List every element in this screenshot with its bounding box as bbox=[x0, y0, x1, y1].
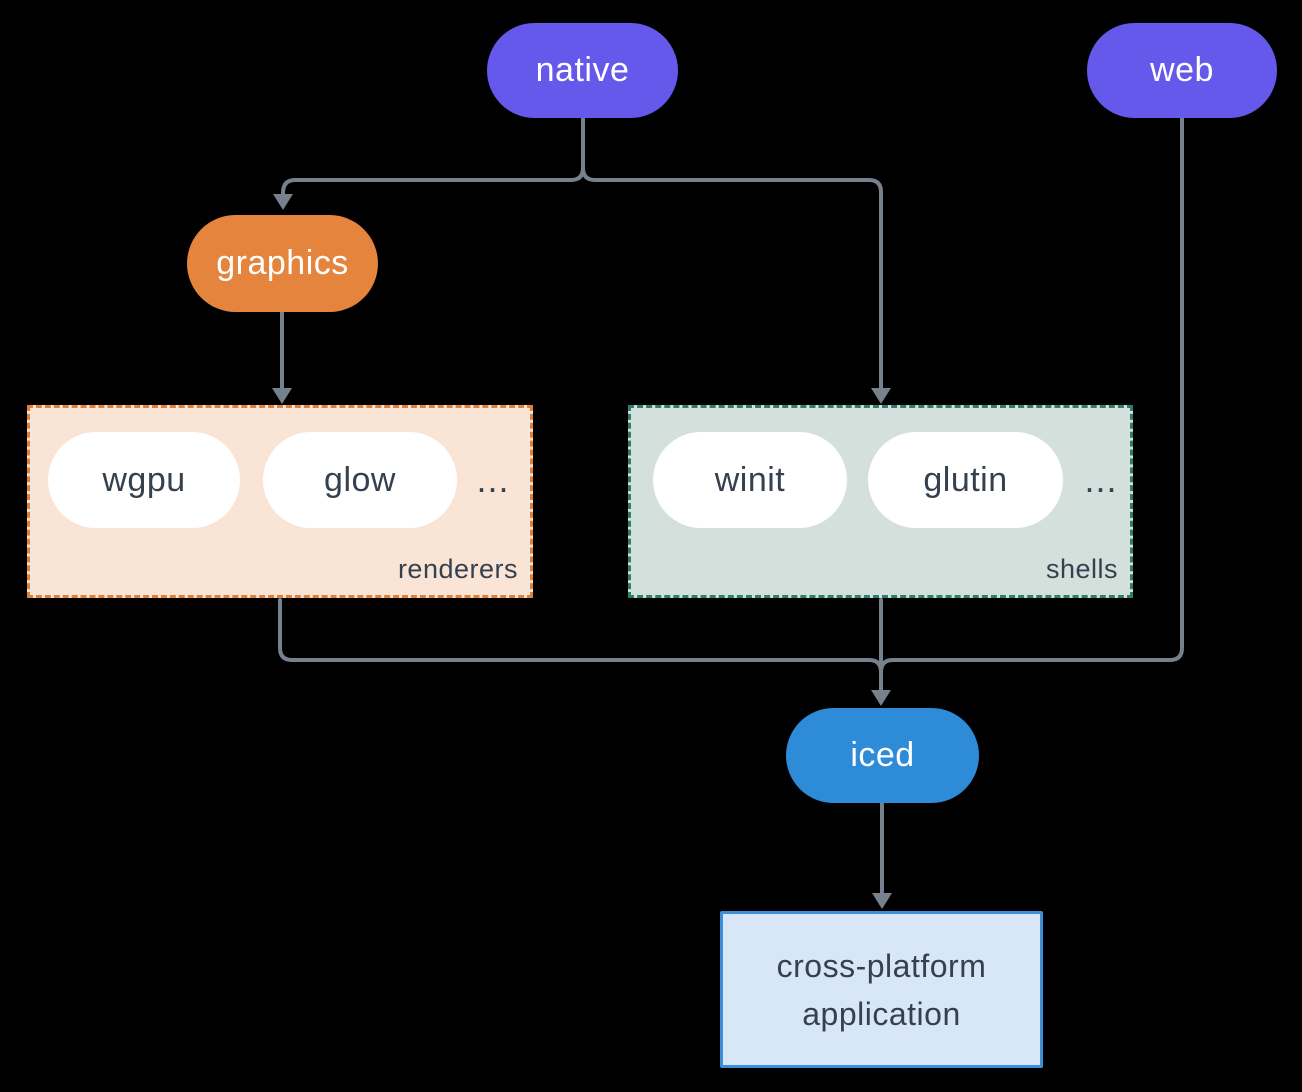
node-native: native bbox=[487, 23, 678, 118]
edge-renderers-to-merge bbox=[278, 598, 883, 674]
node-glutin: glutin bbox=[868, 432, 1063, 528]
shells-ellipsis: ... bbox=[1084, 459, 1118, 500]
node-winit: winit bbox=[653, 432, 847, 528]
group-renderers-label: renderers bbox=[397, 554, 518, 584]
node-web: web bbox=[1087, 23, 1277, 118]
node-cross-platform-application: cross-platform application bbox=[720, 911, 1043, 1068]
node-iced: iced bbox=[786, 708, 979, 803]
node-wgpu: wgpu bbox=[48, 432, 240, 528]
renderers-ellipsis: ... bbox=[476, 459, 510, 500]
application-label-line1: cross-platform bbox=[776, 947, 987, 984]
edge-native-to-shells bbox=[581, 166, 883, 392]
group-shells-label: shells bbox=[1045, 554, 1118, 584]
arrowhead-iced bbox=[871, 690, 891, 706]
node-glow: glow bbox=[263, 432, 457, 528]
arrowhead-application bbox=[872, 893, 892, 909]
arrowhead-graphics bbox=[273, 194, 293, 210]
node-graphics: graphics bbox=[187, 215, 378, 312]
arrowhead-shells bbox=[871, 388, 891, 404]
edge-native-to-graphics bbox=[281, 116, 585, 195]
application-label-line2: application bbox=[802, 995, 961, 1032]
arrowhead-renderers bbox=[272, 388, 292, 404]
